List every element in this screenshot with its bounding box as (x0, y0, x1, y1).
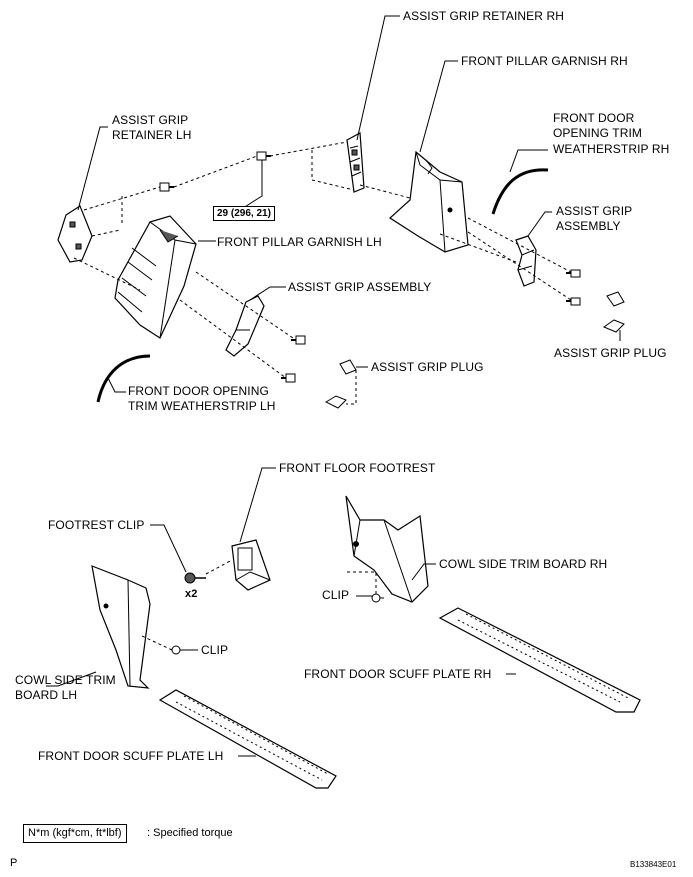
assist-grip-plug-rh (602, 291, 625, 333)
bolt-lh-top2 (159, 182, 174, 192)
assist-grip-assembly-rh (515, 235, 537, 287)
label-weatherstrip-lh-line2: TRIM WEATHERSTRIP LH (128, 399, 276, 413)
clip-lh (171, 645, 181, 655)
label-assist-grip-retainer-lh-line2: RETAINER LH (112, 128, 192, 142)
front-door-opening-trim-weatherstrip-rh (491, 149, 549, 215)
assist-grip-plug-lh (324, 359, 357, 409)
clip-rh (371, 593, 384, 603)
front-door-scuff-plate-lh (158, 689, 337, 789)
front-floor-footrest (231, 539, 271, 591)
bolt-lh-3 (291, 335, 306, 345)
dashed-guides-lh (73, 155, 297, 379)
label-weatherstrip-lh-line1: FRONT DOOR OPENING (128, 384, 269, 398)
label-weatherstrip-rh-line1: FRONT DOOR (553, 111, 635, 125)
label-footrest-clip-qty: x2 (185, 588, 198, 600)
assist-grip-retainer-lh (57, 205, 93, 263)
label-assist-grip-retainer-rh: ASSIST GRIP RETAINER RH (403, 9, 565, 23)
label-front-pillar-garnish-rh: FRONT PILLAR GARNISH RH (461, 54, 628, 68)
cowl-side-trim-board-lh (91, 565, 151, 689)
footer-figure-id: B133843E01 (630, 860, 677, 869)
bolt-rh-1 (566, 269, 581, 278)
label-assist-grip-plug-rh: ASSIST GRIP PLUG (554, 346, 667, 360)
label-assist-grip-assembly-lh: ASSIST GRIP ASSEMBLY (288, 280, 432, 294)
label-front-floor-footrest: FRONT FLOOR FOOTREST (279, 461, 436, 475)
label-front-pillar-garnish-lh: FRONT PILLAR GARNISH LH (217, 235, 382, 249)
label-weatherstrip-rh-line2: OPENING TRIM (553, 126, 642, 140)
label-clip-lh: CLIP (201, 643, 229, 657)
bolt-lh-top (256, 151, 271, 161)
front-door-scuff-plate-rh (438, 607, 641, 713)
front-pillar-garnish-lh (114, 215, 197, 339)
label-footrest-clip: FOOTREST CLIP (48, 518, 145, 532)
assist-grip-assembly-lh (225, 295, 265, 357)
label-assist-grip-assembly-rh-line2: ASSEMBLY (556, 219, 621, 233)
label-cowl-side-trim-board-rh: COWL SIDE TRIM BOARD RH (439, 557, 608, 571)
legend-unit-box: N*m (kgf*cm, ft*lbf) (23, 824, 127, 843)
label-assist-grip-assembly-rh-line1: ASSIST GRIP (556, 204, 633, 218)
label-front-door-scuff-plate-lh: FRONT DOOR SCUFF PLATE LH (38, 749, 224, 763)
label-weatherstrip-rh-line3: WEATHERSTRIP RH (553, 142, 670, 156)
footrest-clip (184, 572, 206, 584)
label-cowl-side-trim-board-lh-line1: COWL SIDE TRIM (15, 673, 116, 687)
cowl-side-trim-board-rh (345, 495, 429, 603)
bolt-rh-2 (566, 297, 581, 306)
label-clip-rh: CLIP (322, 588, 350, 602)
footer-page-letter: P (10, 857, 18, 869)
torque-spec-box: 29 (296, 21) (213, 206, 275, 221)
label-cowl-side-trim-board-lh-line2: BOARD LH (15, 688, 78, 702)
label-assist-grip-retainer-lh-line1: ASSIST GRIP (112, 113, 189, 127)
front-door-opening-trim-weatherstrip-lh (96, 354, 151, 403)
legend-description: : Specified torque (147, 827, 233, 839)
label-assist-grip-plug-lh: ASSIST GRIP PLUG (371, 360, 484, 374)
label-front-door-scuff-plate-rh: FRONT DOOR SCUFF PLATE RH (304, 667, 492, 681)
front-pillar-garnish-rh (389, 150, 469, 253)
assist-grip-retainer-rh (346, 132, 365, 193)
bolt-lh-4 (281, 373, 296, 383)
dashed-guides-rh (269, 141, 572, 301)
